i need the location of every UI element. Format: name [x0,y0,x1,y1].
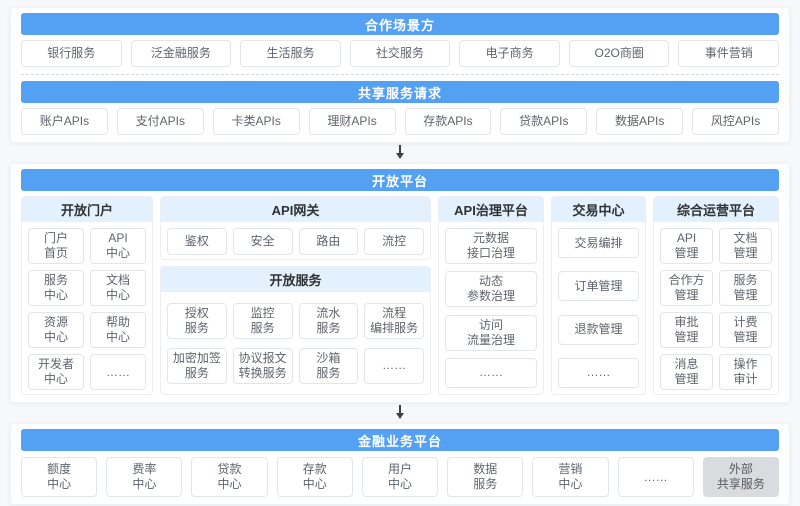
governance-box: 访问 流量治理 [445,314,537,351]
operation-panel: 综合运营平台 API 管理 文档 管理 合作方 管理 服务 管理 审批 管理 计… [653,196,779,395]
gateway-box: 鉴权 [167,228,227,255]
scenario-row: 银行服务 泛金融服务 生活服务 社交服务 电子商务 O2O商圈 事件营销 [21,40,780,67]
api-box: 贷款APIs [500,108,588,135]
portal-box: 门户 首页 [28,228,84,264]
governance-box: 动态 参数治理 [445,271,537,308]
governance-box: 元数据 接口治理 [445,228,537,264]
api-box: 支付APIs [116,108,204,135]
api-box: 数据APIs [596,108,684,135]
trade-panel: 交易中心 交易编排 订单管理 退款管理 …… [551,196,646,395]
scenario-box: 银行服务 [21,40,122,67]
flow-arrow-top [10,143,790,163]
scenario-box: 泛金融服务 [130,40,232,67]
financial-row: 额度 中心 费率 中心 贷款 中心 存款 中心 用户 中心 数据 服务 营销 中… [21,457,779,497]
trade-box: 退款管理 [558,314,639,345]
api-box: 账户APIs [21,108,108,135]
external-shared-service-box: 外部 共享服务 [702,457,779,497]
open-service-box: 流水 服务 [298,302,359,339]
portal-box-ellipsis: …… [90,354,146,390]
financial-box: 费率 中心 [106,457,183,497]
flow-arrow-bottom [10,403,790,423]
portal-grid: 门户 首页 API 中心 服务 中心 文档 中心 资源 中心 帮助 中心 开发者… [22,222,152,394]
open-services-row: 授权 服务 监控 服务 流水 服务 流程 编排服务 [167,302,424,339]
open-service-box: 沙箱 服务 [298,347,359,384]
open-service-box-ellipsis: …… [364,347,424,384]
gateway-box: 流控 [364,228,424,255]
gateway-panel-header: API网关 [161,197,430,222]
operation-box: API 管理 [660,228,713,264]
api-box: 卡类APIs [212,108,300,135]
portal-box: 开发者 中心 [28,354,84,390]
portal-box: 文档 中心 [90,270,146,306]
financial-box: 营销 中心 [532,457,609,497]
portal-box: 帮助 中心 [90,312,146,348]
gateway-panel: API网关 鉴权 安全 路由 流控 [160,196,431,260]
operation-box: 服务 管理 [719,270,772,306]
scenario-section-header: 合作场景方 [21,13,779,35]
trade-box-ellipsis: …… [558,357,639,388]
scenario-box: 事件营销 [678,40,780,67]
open-service-box: 监控 服务 [232,302,293,339]
trade-stack: 交易编排 订单管理 退款管理 …… [552,222,645,394]
api-box: 理财APIs [308,108,396,135]
governance-stack: 元数据 接口治理 动态 参数治理 访问 流量治理 …… [439,222,543,394]
open-services-row: 加密加签 服务 协议报文 转换服务 沙箱 服务 …… [167,347,424,384]
section-divider [21,74,779,75]
gateway-box: 路由 [298,228,359,255]
financial-box: 存款 中心 [276,457,353,497]
portal-panel: 开放门户 门户 首页 API 中心 服务 中心 文档 中心 资源 中心 帮助 中… [21,196,153,395]
financial-box: 用户 中心 [361,457,439,497]
operation-box: 消息 管理 [660,354,713,390]
operation-panel-header: 综合运营平台 [654,197,778,222]
trade-box: 交易编排 [558,228,639,258]
scenario-box: 社交服务 [349,40,451,67]
operation-box: 计费 管理 [719,312,772,348]
scenario-box: 生活服务 [240,40,341,67]
governance-box-ellipsis: …… [445,357,537,388]
open-service-box: 授权 服务 [167,302,227,339]
open-services-panel: 开放服务 授权 服务 监控 服务 流水 服务 流程 编排服务 加密加签 服务 协… [160,266,431,395]
financial-box: 贷款 中心 [191,457,268,497]
operation-box: 审批 管理 [660,312,713,348]
open-service-box: 加密加签 服务 [167,347,227,384]
open-platform-card: 开放平台 开放门户 门户 首页 API 中心 服务 中心 文档 中心 资源 中心… [10,163,790,403]
operation-box: 文档 管理 [719,228,772,264]
operation-box: 合作方 管理 [660,270,713,306]
financial-box: 数据 服务 [447,457,524,497]
financial-platform-card: 金融业务平台 额度 中心 费率 中心 贷款 中心 存款 中心 用户 中心 数据 … [10,423,790,505]
financial-box-ellipsis: …… [617,457,694,497]
financial-box: 额度 中心 [21,457,98,497]
governance-panel-header: API治理平台 [439,197,543,222]
trade-box: 订单管理 [558,271,639,302]
gateway-box: 安全 [232,228,293,255]
operation-grid: API 管理 文档 管理 合作方 管理 服务 管理 审批 管理 计费 管理 消息… [654,222,778,394]
trade-panel-header: 交易中心 [552,197,645,222]
shared-api-row: 账户APIs 支付APIs 卡类APIs 理财APIs 存款APIs 贷款API… [21,108,779,135]
governance-panel: API治理平台 元数据 接口治理 动态 参数治理 访问 流量治理 …… [438,196,544,395]
scenario-box: O2O商圈 [568,40,670,67]
financial-platform-header: 金融业务平台 [21,429,779,451]
operation-box: 操作 审计 [719,354,772,390]
open-service-box: 协议报文 转换服务 [232,347,293,384]
open-platform-columns: 开放门户 门户 首页 API 中心 服务 中心 文档 中心 资源 中心 帮助 中… [21,196,779,395]
portal-box: 资源 中心 [28,312,84,348]
gateway-column: API网关 鉴权 安全 路由 流控 开放服务 授权 服务 监控 服务 流水 服务… [160,196,431,395]
down-arrow-icon [396,144,403,159]
scenario-box: 电子商务 [459,40,560,67]
open-service-box: 流程 编排服务 [364,302,424,339]
shared-api-section-header: 共享服务请求 [21,81,779,103]
portal-box: API 中心 [90,228,146,264]
gateway-row: 鉴权 安全 路由 流控 [161,222,430,259]
portal-box: 服务 中心 [28,270,84,306]
api-box: 风控APIs [692,108,779,135]
api-box: 存款APIs [404,108,492,135]
down-arrow-icon [396,404,403,419]
open-platform-header: 开放平台 [21,169,779,191]
open-services-panel-header: 开放服务 [161,267,430,292]
scenario-api-card: 合作场景方 银行服务 泛金融服务 生活服务 社交服务 电子商务 O2O商圈 事件… [10,7,790,143]
open-services-body: 授权 服务 监控 服务 流水 服务 流程 编排服务 加密加签 服务 协议报文 转… [161,292,430,394]
portal-panel-header: 开放门户 [22,197,152,222]
